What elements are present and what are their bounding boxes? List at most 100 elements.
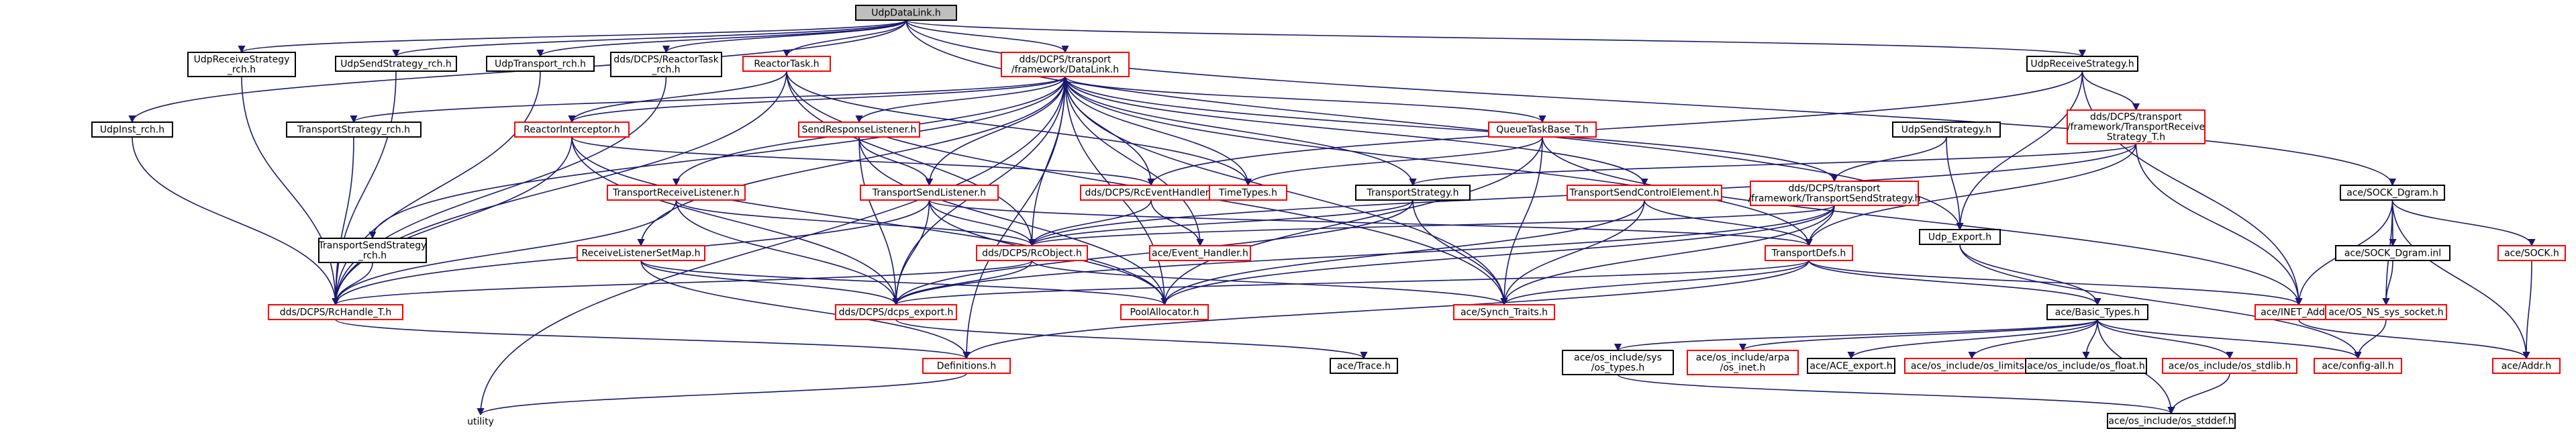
node-label: UdpReceiveStrategy.h xyxy=(2030,59,2134,70)
node-box xyxy=(2026,56,2138,72)
node-label: dds/DCPS/RcHandle_T.h xyxy=(280,307,391,318)
node-label: ace/os_include/os_stddef.h xyxy=(2108,416,2234,427)
node-label: UdpDataLink.h xyxy=(871,8,940,19)
node-label: ace/OS_NS_sys_socket.h xyxy=(2328,307,2443,318)
node-label: ace/config-all.h xyxy=(2322,361,2393,372)
dependency-edge xyxy=(1064,76,1204,247)
file-node-ace-addr-h[interactable]: ace/Addr.h xyxy=(2492,358,2561,374)
file-node-udpinst-rch-h[interactable]: UdpInst_rch.h xyxy=(91,122,173,138)
node-box xyxy=(2340,185,2445,201)
node-label: TimeTypes.h xyxy=(1218,188,1277,199)
file-node-transportsendstrategy-rch-h[interactable]: TransportSendStrategy_rch.h xyxy=(318,238,427,263)
dependency-edge xyxy=(1500,136,1543,306)
node-box xyxy=(318,238,427,263)
file-node-udpreceivestrategy-rch-h[interactable]: UdpReceiveStrategy_rch.h xyxy=(187,52,296,77)
file-node-transportstrategy-h[interactable]: TransportStrategy.h xyxy=(1355,185,1471,201)
node-label: dds/DCPS/transport xyxy=(1788,183,1881,194)
file-node-ace-os-include-os-limits-h[interactable]: ace/os_include/os_limits.h xyxy=(1904,358,2040,374)
file-node-udptransport-rch-h[interactable]: UdpTransport_rch.h xyxy=(486,56,595,72)
file-node-dds-dcps-dcps-export-h[interactable]: dds/DCPS/dcps_export.h xyxy=(835,304,957,320)
file-node-receivelistenersetmap-h[interactable]: ReceiveListenerSetMap.h xyxy=(577,245,705,261)
file-node-ace-os-include-os-stddef-h[interactable]: ace/os_include/os_stddef.h xyxy=(2107,413,2236,429)
node-label: TransportDefs.h xyxy=(1771,248,1846,259)
file-node-transportsendlistener-h[interactable]: TransportSendListener.h xyxy=(860,185,999,201)
dependency-edge xyxy=(1847,319,2098,360)
node-box xyxy=(607,185,746,201)
dependency-edge xyxy=(1644,199,1813,247)
dependency-edge xyxy=(1064,76,1838,183)
file-node-transportreceivelistener-h[interactable]: TransportReceiveListener.h xyxy=(607,185,746,201)
file-node-dds-dcps-transport-framework-transportreceivestrategy-t-h[interactable]: dds/DCPS/transport/framework/TransportRe… xyxy=(2067,109,2206,144)
file-node-ace-config-all-h[interactable]: ace/config-all.h xyxy=(2314,358,2402,374)
file-node-dds-dcps-reactortask-rch-h[interactable]: dds/DCPS/ReactorTask_rch.h xyxy=(610,52,722,77)
file-node-ace-trace-h[interactable]: ace/Trace.h xyxy=(1330,358,1398,374)
file-node-utility[interactable]: utility xyxy=(460,415,501,428)
file-node-ace-os-ns-sys-socket-h[interactable]: ace/OS_NS_sys_socket.h xyxy=(2325,304,2447,320)
file-node-definitions-h[interactable]: Definitions.h xyxy=(922,358,1011,374)
file-node-ace-sock-h[interactable]: ace/SOCK.h xyxy=(2497,245,2566,261)
node-label: ace/SOCK_Dgram.h xyxy=(2346,188,2438,199)
file-node-udpsendstrategy-rch-h[interactable]: UdpSendStrategy_rch.h xyxy=(335,56,457,72)
file-node-dds-dcps-transport-framework-datalink-h[interactable]: dds/DCPS/transport/framework/DataLink.h xyxy=(1001,52,1130,77)
dependency-edge xyxy=(477,373,967,416)
dependency-edge xyxy=(892,260,1033,306)
node-box xyxy=(1567,185,1722,201)
file-node-ace-ace-export-h[interactable]: ace/ACE_export.h xyxy=(1807,358,1895,374)
dependency-edge xyxy=(786,70,1036,247)
dependency-edge xyxy=(332,260,1033,306)
file-node-ace-os-include-sys-os-types-h[interactable]: ace/os_include/sys/os_types.h xyxy=(1562,350,1674,375)
node-label: dds/DCPS/ReactorTask xyxy=(613,54,719,65)
file-node-sendresponselistener-h[interactable]: SendResponseListener.h xyxy=(798,122,920,138)
node-box xyxy=(1453,304,1555,320)
node-label: UdpInst_rch.h xyxy=(100,125,164,136)
file-node-ace-os-include-arpa-os-inet-h[interactable]: ace/os_include/arpa/os_inet.h xyxy=(1687,350,1799,375)
file-node-udpsendstrategy-h[interactable]: UdpSendStrategy.h xyxy=(1892,122,2001,138)
node-box xyxy=(1687,350,1799,375)
file-node-ace-os-include-os-float-h[interactable]: ace/os_include/os_float.h xyxy=(2025,358,2147,374)
dependency-edge xyxy=(568,76,1066,124)
dependency-edge xyxy=(925,76,1066,187)
node-label: /framework/DataLink.h xyxy=(1011,64,1119,75)
file-node-ace-event-handler-h[interactable]: ace/Event_Handler.h xyxy=(1149,245,1251,261)
file-node-ace-os-include-os-stdlib-h[interactable]: ace/os_include/os_stdlib.h xyxy=(2162,358,2297,374)
dependency-edge xyxy=(1617,374,2175,415)
file-node-reactorinterceptor-h[interactable]: ReactorInterceptor.h xyxy=(514,122,630,138)
node-box xyxy=(855,5,957,21)
file-node-ace-sock-dgram-h[interactable]: ace/SOCK_Dgram.h xyxy=(2340,185,2445,201)
file-node-queuetaskbase-t-h[interactable]: QueueTaskBase_T.h xyxy=(1488,122,1597,138)
file-node-udp-export-h[interactable]: Udp_Export.h xyxy=(1919,229,2001,245)
dependency-edge xyxy=(477,76,1066,416)
dependency-edge xyxy=(241,76,340,306)
file-node-dds-dcps-rceventhandler-h[interactable]: dds/DCPS/RcEventHandler.h xyxy=(1080,185,1222,201)
node-label: _rch.h xyxy=(651,64,680,75)
file-node-udpdatalink-h[interactable]: UdpDataLink.h xyxy=(855,5,957,21)
file-node-transportstrategy-rch-h[interactable]: TransportStrategy_rch.h xyxy=(286,122,422,138)
dependency-edge xyxy=(1542,136,2303,306)
dependency-edge xyxy=(892,260,1810,306)
file-node-timetypes-h[interactable]: TimeTypes.h xyxy=(1209,185,1287,201)
node-label: UdpSendStrategy_rch.h xyxy=(340,59,452,70)
dependency-edge xyxy=(1500,260,1810,306)
file-node-reactortask-h[interactable]: ReactorTask.h xyxy=(742,56,831,72)
file-node-ace-synch-traits-h[interactable]: ace/Synch_Traits.h xyxy=(1453,304,1555,320)
dependency-edge xyxy=(2391,199,2536,247)
file-node-dds-dcps-rchandle-t-h[interactable]: dds/DCPS/RcHandle_T.h xyxy=(268,304,403,320)
file-node-dds-dcps-transport-framework-transportsendstrategy-h[interactable]: dds/DCPS/transport/framework/TransportSe… xyxy=(1748,181,1921,206)
node-box xyxy=(91,122,173,138)
dependency-edge xyxy=(2391,199,2530,360)
file-node-transportdefs-h[interactable]: TransportDefs.h xyxy=(1765,245,1853,261)
file-node-poolallocator-h[interactable]: PoolAllocator.h xyxy=(1120,304,1209,320)
file-node-ace-sock-dgram-inl[interactable]: ace/SOCK_Dgram.inl xyxy=(2335,245,2450,261)
node-label: SendResponseListener.h xyxy=(802,125,917,136)
file-node-transportsendcontrolelement-h[interactable]: TransportSendControlElement.h xyxy=(1567,185,1722,201)
dependency-edge xyxy=(858,136,1169,306)
dependency-edge xyxy=(332,136,573,306)
node-box xyxy=(2497,245,2566,261)
node-box xyxy=(335,56,457,72)
dependency-edge xyxy=(1064,76,1648,187)
node-box xyxy=(610,52,722,77)
dependency-edge xyxy=(1028,199,1152,247)
file-node-ace-basic-types-h[interactable]: ace/Basic_Types.h xyxy=(2046,304,2148,320)
file-node-dds-dcps-rcobject-h[interactable]: dds/DCPS/RcObject.h xyxy=(976,245,1088,261)
file-node-udpreceivestrategy-h[interactable]: UdpReceiveStrategy.h xyxy=(2026,56,2138,72)
